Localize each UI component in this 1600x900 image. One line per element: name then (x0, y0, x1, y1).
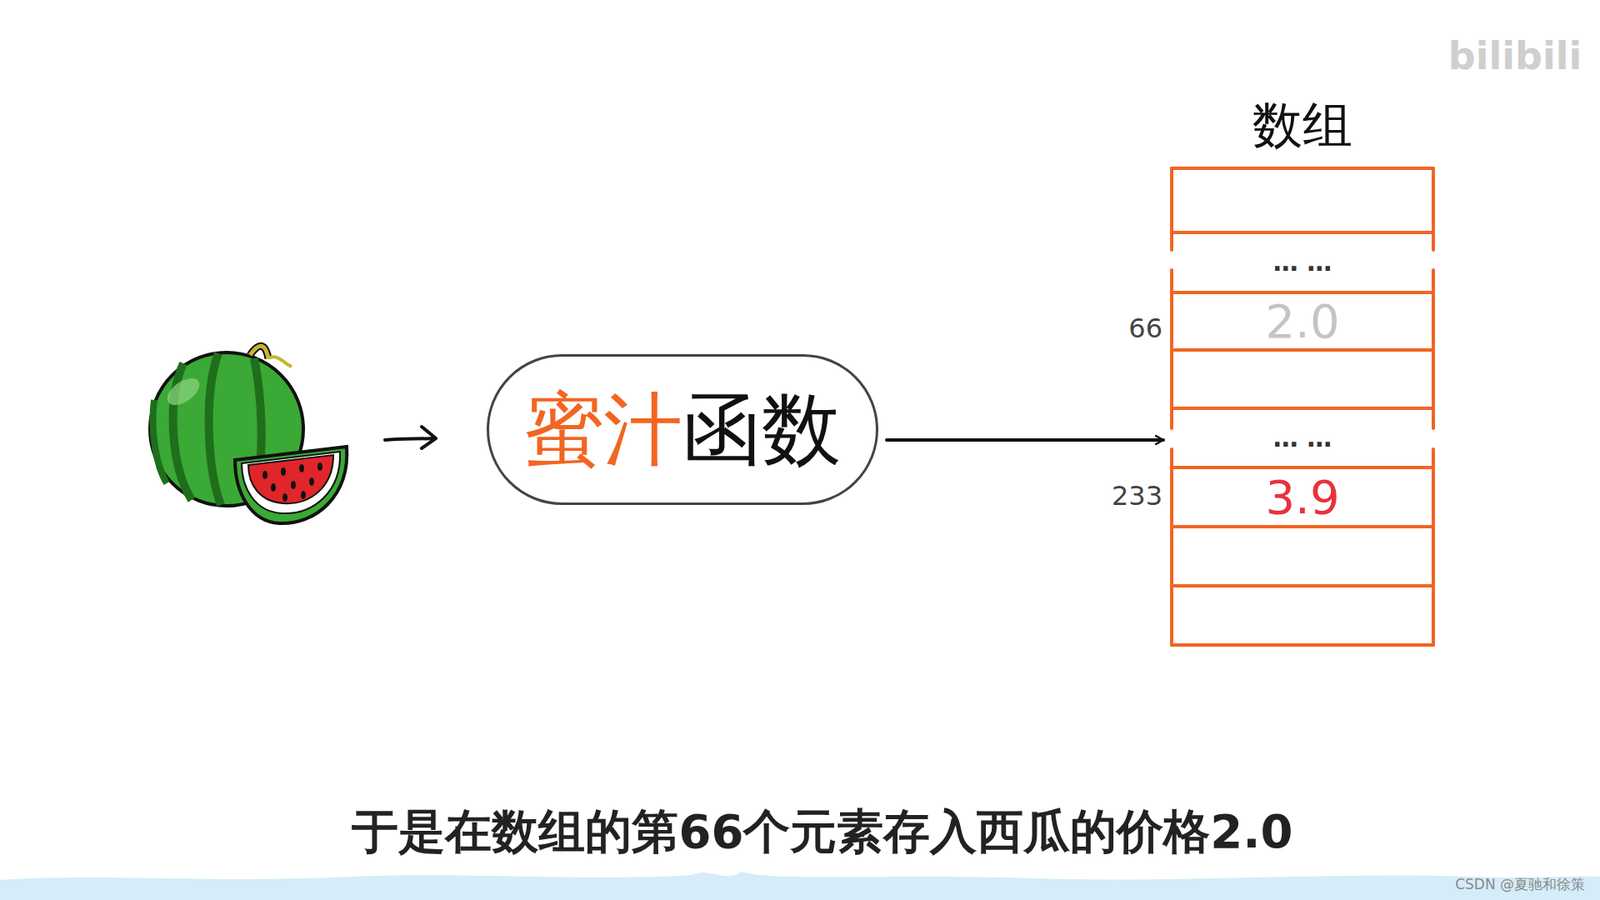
array-outline (1171, 168, 1434, 645)
cell-value: 3.9 (1265, 474, 1340, 521)
watermelon-icon (150, 345, 347, 524)
ground-strip (0, 871, 1600, 900)
cell-value: 2.0 (1265, 298, 1340, 345)
ellipsis: … … (1273, 425, 1332, 451)
array-cell: 3.9 (1171, 467, 1434, 527)
array-cell: 2.0 (1171, 292, 1434, 350)
function-box: 蜜汁函数 (486, 354, 879, 505)
index-number: 66 (1128, 315, 1163, 342)
function-name-part: 函数 (682, 390, 841, 470)
ellipsis: … … (1273, 250, 1332, 275)
watermark: bilibili (1448, 36, 1582, 75)
subtitle-caption: 于是在数组的第66个元素存入西瓜的价格2.0 (351, 805, 1293, 858)
watermark: CSDN @夏驰和徐策 (1455, 877, 1585, 892)
index-number: 233 (1111, 482, 1163, 510)
ellipsis-row: … … (1171, 232, 1434, 293)
ellipsis-row: … … (1171, 408, 1434, 468)
function-name-part: 蜜汁 (524, 390, 683, 470)
array-title: 数组 (1171, 95, 1434, 155)
flow-arrow (886, 438, 1164, 442)
array-box: … …2.0… …3.9数组 (1171, 168, 1434, 645)
input-arrow (385, 426, 436, 449)
